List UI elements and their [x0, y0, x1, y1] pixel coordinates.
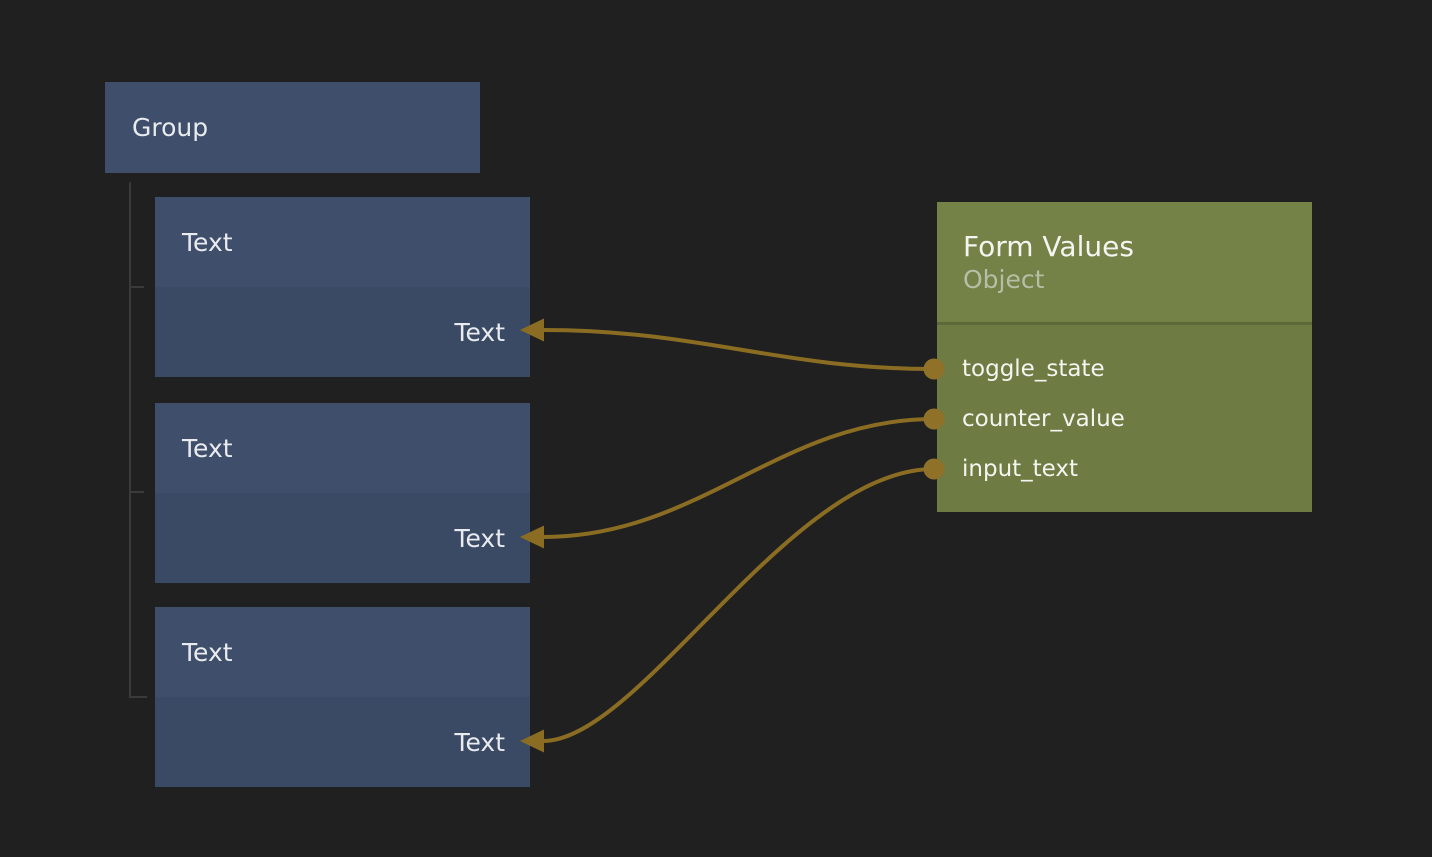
text-node-3-body: Text — [155, 697, 530, 787]
form-values-node[interactable]: Form Values Object toggle_state counter_… — [937, 202, 1312, 512]
form-values-node-subtitle: Object — [963, 265, 1045, 294]
text-node-3-title: Text — [182, 637, 233, 667]
text-node-3-input-label: Text — [454, 727, 505, 757]
field-row-toggle-state: toggle_state — [937, 344, 1312, 394]
group-node-header[interactable]: Group — [105, 82, 480, 173]
form-values-node-header[interactable]: Form Values Object — [937, 202, 1312, 322]
wire-path-input-text[interactable] — [542, 467, 935, 743]
text-node-1-title: Text — [182, 227, 233, 257]
field-row-input-text: input_text — [937, 444, 1312, 494]
field-label-toggle-state: toggle_state — [962, 356, 1105, 382]
wire-input-text-to-text-3[interactable] — [520, 467, 935, 753]
tree-connector-line — [129, 182, 147, 698]
text-node-1[interactable]: Text Text — [155, 197, 530, 377]
text-node-1-body: Text — [155, 287, 530, 377]
text-node-1-input-label: Text — [454, 317, 505, 347]
group-node-title: Group — [132, 113, 209, 142]
wire-path-toggle-state[interactable] — [542, 328, 935, 371]
text-node-2-header[interactable]: Text — [155, 403, 530, 493]
text-node-2-body: Text — [155, 493, 530, 583]
text-node-3-header[interactable]: Text — [155, 607, 530, 697]
text-node-2-title: Text — [182, 433, 233, 463]
form-values-node-title: Form Values — [963, 230, 1134, 263]
group-node[interactable]: Group — [105, 82, 480, 173]
wire-path-counter-value[interactable] — [542, 417, 935, 539]
field-label-input-text: input_text — [962, 456, 1079, 482]
text-node-2-input-label: Text — [454, 523, 505, 553]
field-row-counter-value: counter_value — [937, 394, 1312, 444]
text-node-3[interactable]: Text Text — [155, 607, 530, 787]
form-values-node-body: toggle_state counter_value input_text — [937, 322, 1312, 512]
wire-counter-value-to-text-2[interactable] — [520, 417, 935, 549]
field-label-counter-value: counter_value — [962, 406, 1125, 432]
text-node-1-header[interactable]: Text — [155, 197, 530, 287]
wire-toggle-state-to-text-1[interactable] — [520, 318, 935, 371]
text-node-2[interactable]: Text Text — [155, 403, 530, 583]
